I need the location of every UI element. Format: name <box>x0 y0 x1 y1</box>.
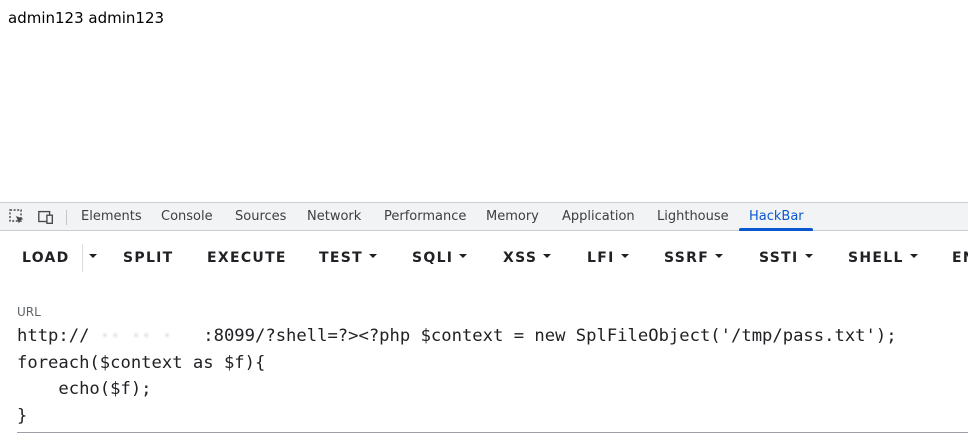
tab-elements[interactable]: Elements <box>81 209 142 224</box>
chevron-down-icon <box>804 254 813 258</box>
device-toolbar-icon[interactable] <box>37 208 55 226</box>
xss-menu-button[interactable]: XSS <box>503 250 552 266</box>
chevron-down-icon <box>909 254 918 258</box>
tab-console[interactable]: Console <box>161 209 213 224</box>
load-divider <box>82 244 83 272</box>
active-tab-indicator <box>739 228 813 231</box>
chevron-down-icon <box>459 254 468 258</box>
ssti-menu-button[interactable]: SSTI <box>759 250 813 266</box>
tab-lighthouse[interactable]: Lighthouse <box>657 209 729 224</box>
chevron-down-icon <box>620 254 629 258</box>
sqli-menu-label: SQLI <box>412 250 454 266</box>
lfi-menu-label: LFI <box>587 250 615 266</box>
tab-application[interactable]: Application <box>562 209 635 224</box>
execute-button[interactable]: EXECUTE <box>207 250 287 266</box>
url-text-line-3: echo($f); <box>17 379 152 399</box>
tabbar-divider <box>66 210 67 225</box>
tab-network[interactable]: Network <box>307 209 362 224</box>
tab-performance[interactable]: Performance <box>384 209 467 224</box>
load-options-dropdown[interactable] <box>89 250 97 266</box>
url-text-line-4: } <box>17 405 28 426</box>
ssti-menu-label: SSTI <box>759 250 799 266</box>
ssrf-menu-button[interactable]: SSRF <box>664 250 724 266</box>
split-button[interactable]: SPLIT <box>123 250 174 266</box>
load-button[interactable]: LOAD <box>22 250 70 266</box>
lfi-menu-button[interactable]: LFI <box>587 250 629 266</box>
url-text-line-2: foreach($context as $f){ <box>17 352 266 373</box>
xss-menu-label: XSS <box>503 250 538 266</box>
hackbar-toolbar: LOAD SPLIT EXECUTE TEST SQLI XSS LFI SSR… <box>0 232 968 284</box>
inspect-element-icon[interactable] <box>8 208 26 226</box>
tab-hackbar[interactable]: HackBar <box>749 209 804 224</box>
devtools-tabbar: Elements Console Sources Network Perform… <box>0 202 968 231</box>
chevron-down-icon <box>715 254 724 258</box>
page-output-text: admin123 admin123 <box>8 9 165 27</box>
url-text-line-1: http:// ·· ·· · :8099/?shell=?><?php $co… <box>17 326 897 346</box>
tab-sources[interactable]: Sources <box>235 209 287 224</box>
redacted-host: ·· ·· · <box>89 326 204 346</box>
url-field-label: URL <box>17 305 41 319</box>
chevron-down-icon <box>543 254 552 258</box>
tab-memory[interactable]: Memory <box>486 209 539 224</box>
shell-menu-button[interactable]: SHELL <box>848 250 918 266</box>
sqli-menu-button[interactable]: SQLI <box>412 250 468 266</box>
chevron-down-icon <box>89 254 97 258</box>
chevron-down-icon <box>368 254 377 258</box>
test-menu-button[interactable]: TEST <box>319 250 377 266</box>
test-menu-label: TEST <box>319 250 363 266</box>
shell-menu-label: SHELL <box>848 250 904 266</box>
ssrf-menu-label: SSRF <box>664 250 710 266</box>
url-textarea[interactable]: http:// ·· ·· · :8099/?shell=?><?php $co… <box>17 323 968 433</box>
encoding-menu-button[interactable]: EN <box>952 250 968 266</box>
